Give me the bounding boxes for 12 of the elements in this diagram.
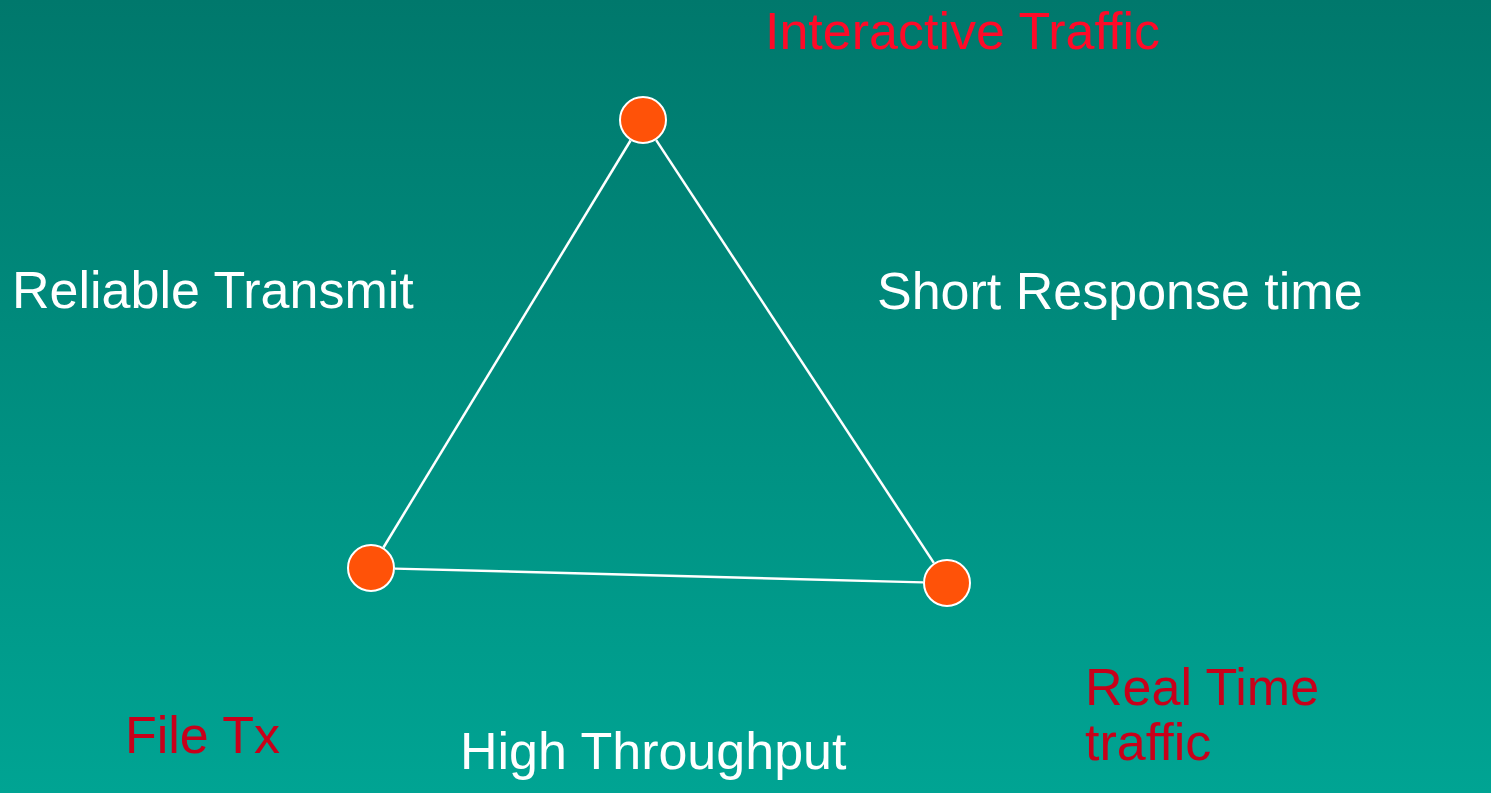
edge-label: Reliable Transmit bbox=[12, 262, 414, 320]
edge-label: Short Response time bbox=[877, 262, 1363, 320]
node-circle bbox=[347, 544, 395, 592]
edge-label: High Throughput bbox=[460, 722, 847, 780]
node-caption: File Tx bbox=[125, 708, 282, 763]
node-circle bbox=[619, 96, 667, 144]
node-caption: Interactive Traffic bbox=[765, 4, 1161, 59]
connector-line bbox=[382, 139, 632, 549]
node-circle bbox=[923, 559, 971, 607]
node-caption: Real Time traffic bbox=[1085, 660, 1321, 770]
connector-line bbox=[655, 139, 935, 564]
connector-line bbox=[394, 567, 924, 584]
